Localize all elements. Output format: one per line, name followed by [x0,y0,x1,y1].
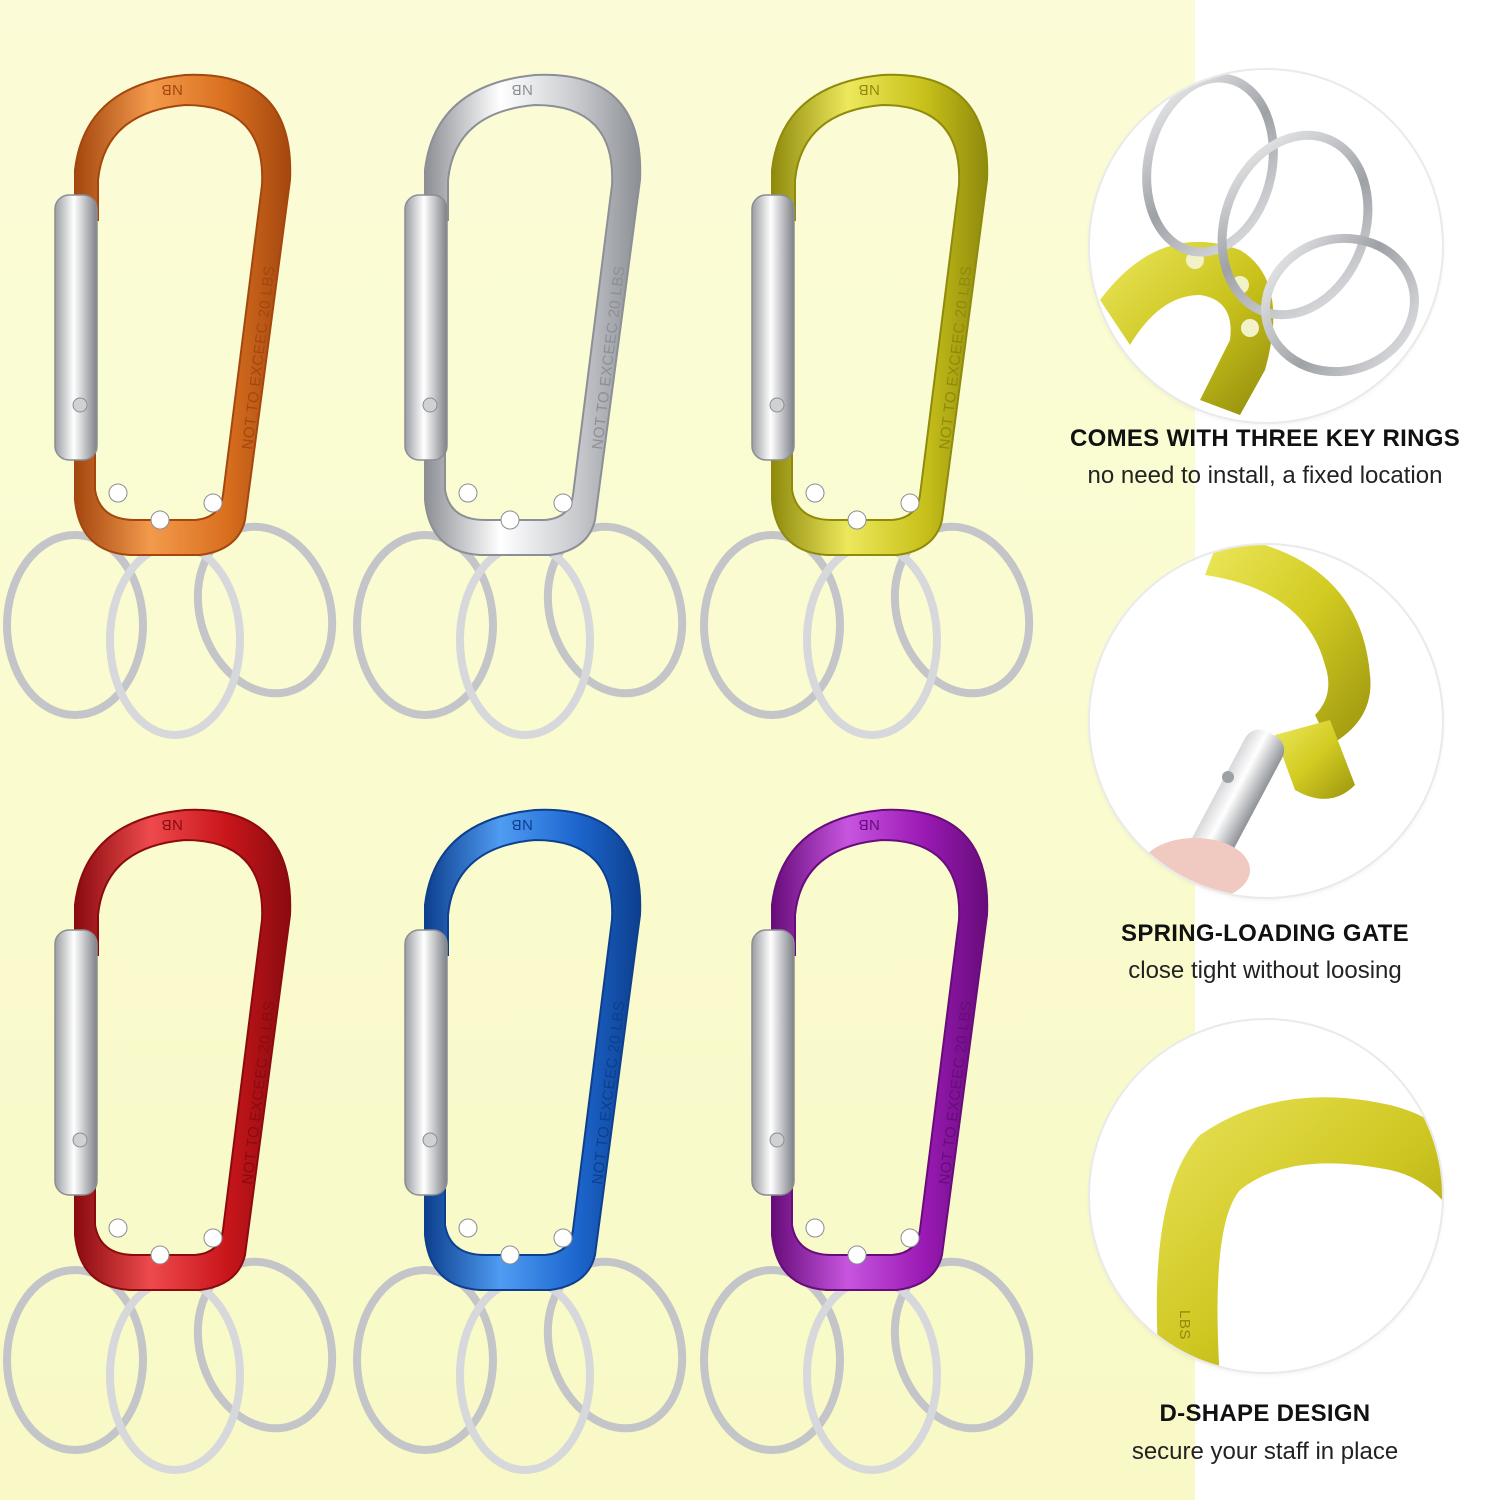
ring-hole [805,483,825,503]
carabiner-body [74,73,292,556]
ring-left [3,531,147,719]
engraving-top: NB [161,81,183,98]
ring-hole [847,1245,867,1265]
background-panel [0,0,1195,1500]
ring-hole [500,510,520,530]
d-shape-illustration: LBS [1156,1097,1442,1372]
feature-title: D-SHAPE DESIGN [1159,1400,1371,1427]
feature-title: COMES WITH THREE KEY RINGS [1069,425,1461,452]
carabiner-body [74,808,292,1291]
ring-middle [456,541,594,739]
gate-rivet [72,397,88,413]
engraving-top: NB [511,81,533,98]
gate-pin [751,194,795,461]
ring-middle [803,1276,941,1474]
ring-left [700,531,844,719]
engraving-top: NB [858,81,880,98]
gate-rivet [422,1132,438,1148]
spring-gate-detail-image [1090,545,1442,897]
ring-hole [900,493,920,513]
ring-hole [108,1218,128,1238]
ring-middle [456,1276,594,1474]
carabiner-body [771,73,989,556]
gate-rivet [769,1132,785,1148]
ring-middle [106,541,244,739]
ring-hole [900,1228,920,1248]
gate-pin [54,929,98,1196]
ring-hole [150,1245,170,1265]
feature-title: SPRING-LOADING GATE [1121,920,1409,947]
carabiner-body [424,808,642,1291]
feature-subtitle: no need to install, a fixed location [1087,462,1443,489]
ring-hole [553,493,573,513]
carabiner-body [771,808,989,1291]
ring-left [700,1266,844,1454]
key-rings-detail-image [1090,70,1442,422]
ring-hole [150,510,170,530]
carabiner-body [424,73,642,556]
ring-hole [458,483,478,503]
gate-pin [404,194,448,461]
key-rings-illustration [1100,73,1419,415]
gate-rivet [72,1132,88,1148]
gate-pin [751,929,795,1196]
spring-gate-illustration [1140,545,1371,897]
feature-spring-gate: SPRING-LOADING GATE close tight without … [1030,545,1500,995]
feature-key-rings: COMES WITH THREE KEY RINGS no need to in… [1030,70,1500,490]
d-shape-detail-image: LBS [1090,1020,1442,1372]
ring-left [3,1266,147,1454]
gate-rivet [769,397,785,413]
engraving-top: NB [858,816,880,833]
gate-pin [54,194,98,461]
ring-hole [458,1218,478,1238]
ring-hole [553,1228,573,1248]
feature-d-shape: LBS D-SHAPE DESIGN secure your staff in … [1030,1020,1500,1480]
ring-left [353,1266,497,1454]
gate-rivet [422,397,438,413]
ring-hole [500,1245,520,1265]
ring-hole [203,1228,223,1248]
feature-subtitle: secure your staff in place [1131,1438,1399,1465]
ring-hole [108,483,128,503]
engraving-top: NB [511,816,533,833]
ring-left [353,531,497,719]
ring-hole [847,510,867,530]
ring-hole [203,493,223,513]
ring-middle [803,541,941,739]
ring-middle [106,1276,244,1474]
ring-hole [805,1218,825,1238]
engraving-text: LBS [1176,1310,1193,1340]
gate-pin [404,929,448,1196]
engraving-top: NB [161,816,183,833]
feature-subtitle: close tight without loosing [1128,957,1402,984]
